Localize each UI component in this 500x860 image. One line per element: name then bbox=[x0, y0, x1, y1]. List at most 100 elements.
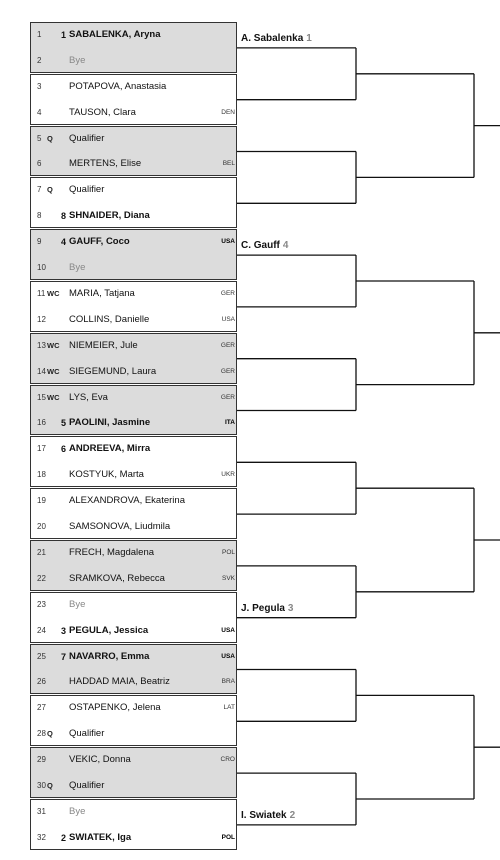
country-code: GER bbox=[220, 341, 235, 349]
advancer-name: A. Sabalenka bbox=[241, 32, 304, 44]
seed-number: 7 bbox=[61, 651, 67, 662]
draw-position: 15 bbox=[37, 392, 46, 402]
draw-position: 18 bbox=[37, 470, 46, 480]
country-code: ITA bbox=[225, 419, 235, 427]
draw-position: 4 bbox=[37, 107, 42, 117]
player-name: COLLINS, Danielle bbox=[69, 313, 150, 325]
draw-position: 30 bbox=[37, 781, 46, 791]
entry-tag: Q bbox=[47, 133, 53, 143]
draw-position: 28 bbox=[37, 729, 46, 739]
country-code: UKR bbox=[221, 471, 235, 479]
player-name: SRAMKOVA, Rebecca bbox=[69, 572, 165, 584]
advancer-name: J. Pegula bbox=[241, 602, 285, 614]
player-name: OSTAPENKO, Jelena bbox=[69, 702, 161, 714]
draw-position: 8 bbox=[37, 211, 42, 221]
advancer-seed: 4 bbox=[282, 240, 289, 252]
entry-tag: Q bbox=[47, 729, 53, 739]
draw-position: 22 bbox=[37, 573, 46, 583]
player-name: MERTENS, Elise bbox=[69, 158, 142, 170]
player-name: LYS, Eva bbox=[69, 391, 108, 403]
entry-tag: Q bbox=[47, 185, 53, 195]
country-code: POL bbox=[221, 833, 235, 841]
player-name: Bye bbox=[69, 54, 86, 66]
country-code: CRO bbox=[220, 756, 235, 764]
entry-tag: Q bbox=[47, 781, 53, 791]
player-name: SWIATEK, Iga bbox=[69, 831, 132, 843]
draw-position: 12 bbox=[37, 314, 46, 324]
draw-position: 17 bbox=[37, 444, 46, 454]
draw-position: 25 bbox=[37, 651, 46, 661]
advancer-name: I. Swiatek bbox=[241, 809, 287, 821]
country-code: GER bbox=[220, 367, 235, 375]
draw-position: 13 bbox=[37, 340, 46, 350]
country-code: DEN bbox=[221, 108, 235, 116]
draw-position: 5 bbox=[37, 133, 42, 143]
country-code: BEL bbox=[222, 160, 235, 168]
player-row: 10 Bye bbox=[31, 255, 238, 281]
seed-number: 3 bbox=[61, 625, 67, 636]
country-code: GER bbox=[220, 290, 235, 297]
player-name: Qualifier bbox=[69, 780, 105, 792]
advancer-seed: 2 bbox=[289, 809, 296, 821]
player-name: Bye bbox=[69, 262, 86, 274]
draw-position: 26 bbox=[37, 677, 46, 687]
draw-position: 10 bbox=[37, 263, 46, 273]
seed-number: 2 bbox=[61, 832, 67, 843]
draw-position: 29 bbox=[37, 755, 46, 765]
advancer-name: C. Gauff bbox=[241, 240, 280, 252]
draw-position: 3 bbox=[37, 81, 42, 91]
draw-position: 16 bbox=[37, 418, 46, 428]
entry-tag: WC bbox=[47, 366, 60, 376]
draw-position: 2 bbox=[37, 55, 42, 65]
advancer-seed: 1 bbox=[306, 32, 312, 44]
country-code: BRA bbox=[221, 678, 235, 686]
player-name: FRECH, Magdalena bbox=[69, 547, 155, 558]
draw-position: 23 bbox=[37, 599, 46, 609]
seed-number: 6 bbox=[61, 444, 67, 455]
player-row: 29 VEKIC, Donna CRO bbox=[31, 747, 238, 773]
player-name: GAUFF, Coco bbox=[69, 236, 130, 248]
player-name: MARIA, Tatjana bbox=[69, 288, 135, 299]
player-name: VEKIC, Donna bbox=[69, 754, 131, 766]
player-name: SHNAIDER, Diana bbox=[69, 210, 150, 222]
draw-position: 7 bbox=[37, 185, 42, 195]
draw-position: 32 bbox=[37, 832, 46, 842]
entry-tag: WC bbox=[47, 392, 60, 402]
player-name: Qualifier bbox=[69, 728, 105, 740]
draw-position: 20 bbox=[37, 522, 46, 532]
seed-number: 1 bbox=[61, 30, 67, 40]
seed-number: 8 bbox=[61, 211, 67, 222]
